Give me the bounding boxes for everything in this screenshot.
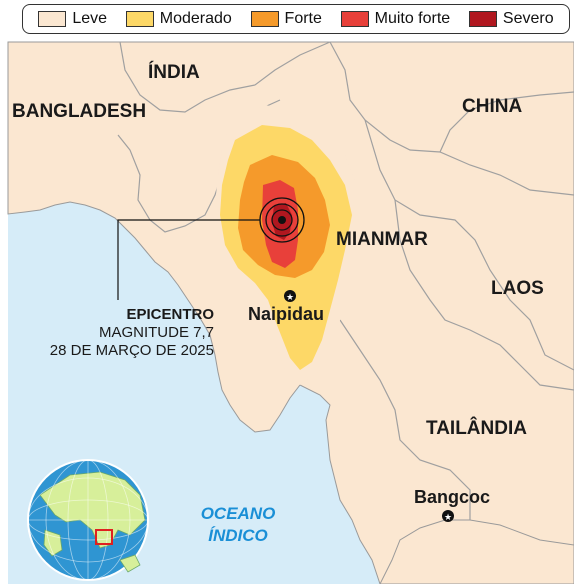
epicenter-date: 28 DE MARÇO DE 2025: [49, 342, 214, 359]
label-china: CHINA: [462, 96, 523, 117]
legend: Leve Moderado Forte Muito forte Severo: [22, 4, 570, 34]
bangkok-marker: ★: [442, 510, 454, 523]
legend-swatch-forte: [250, 11, 279, 27]
label-bangladesh: BANGLADESH: [12, 101, 147, 122]
legend-label-moderado: Moderado: [159, 10, 232, 27]
capital-marker: ★: [284, 290, 296, 303]
epicenter-title: EPICENTRO: [126, 306, 214, 323]
label-ocean-line1: OCEANO: [200, 504, 276, 523]
inset-location-box: [95, 529, 113, 545]
legend-label-leve: Leve: [72, 10, 108, 27]
epicenter-magnitude: MAGNITUDE 7,7: [98, 324, 214, 341]
legend-item-forte: Forte: [250, 10, 322, 28]
label-thailand: TAILÂNDIA: [426, 418, 527, 439]
legend-label-muito-forte: Muito forte: [374, 10, 451, 27]
legend-swatch-severo: [468, 11, 497, 27]
inset-globe: [27, 459, 149, 581]
legend-label-severo: Severo: [502, 10, 554, 27]
legend-item-moderado: Moderado: [125, 10, 232, 28]
legend-item-severo: Severo: [468, 10, 554, 28]
svg-text:★: ★: [286, 293, 294, 303]
label-bangkok: Bangcoc: [414, 487, 491, 507]
label-india: ÍNDIA: [148, 62, 200, 83]
label-ocean: OCEANO ÍNDICO: [188, 503, 288, 547]
legend-item-leve: Leve: [38, 10, 107, 28]
label-laos: LAOS: [491, 278, 544, 299]
epicenter-annotation: EPICENTRO MAGNITUDE 7,7 28 DE MARÇO DE 2…: [6, 306, 214, 360]
legend-label-forte: Forte: [284, 10, 322, 27]
epicenter-leader-line: [117, 219, 260, 300]
label-ocean-line2: ÍNDICO: [208, 526, 268, 545]
legend-item-muito-forte: Muito forte: [340, 10, 451, 28]
legend-swatch-moderado: [125, 11, 154, 27]
label-capital: Naipidau: [248, 304, 325, 324]
svg-text:★: ★: [444, 513, 452, 523]
legend-swatch-leve: [38, 11, 67, 27]
legend-swatch-muito-forte: [340, 11, 369, 27]
epicenter-marker: [259, 197, 305, 243]
label-myanmar: MIANMAR: [336, 229, 428, 250]
